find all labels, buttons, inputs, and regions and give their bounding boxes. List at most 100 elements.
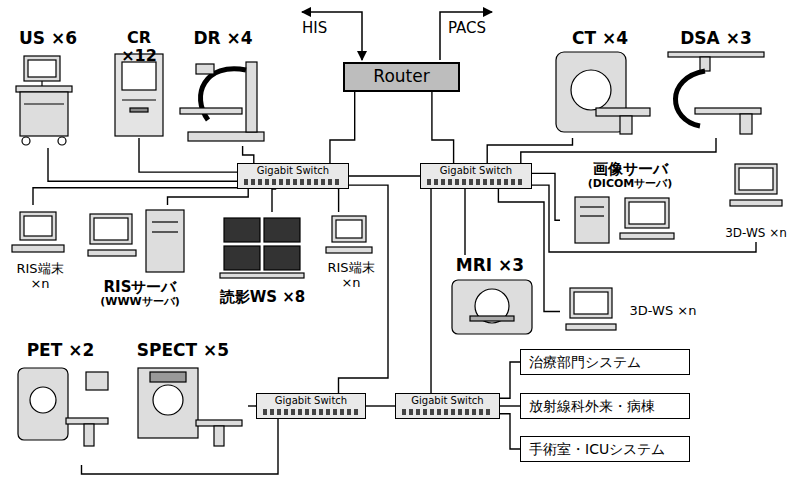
router-box: Router: [343, 62, 460, 92]
equipment-node: CR ×12: [106, 28, 172, 138]
ris-server: [88, 210, 184, 272]
ultrasound-unit: [24, 56, 60, 81]
mri-scanner: [470, 316, 514, 321]
network-cable: [532, 185, 756, 252]
cr-reader: [130, 108, 148, 112]
equipment-node: DR ×4: [174, 28, 272, 146]
ris-terminal: [336, 220, 362, 238]
ris-terminal: [12, 212, 64, 252]
dr-unit: [188, 132, 264, 141]
system-box: 放射線科外来・病棟: [520, 393, 690, 419]
3d-workstation: [735, 164, 777, 194]
node-label: 治療部門システム: [523, 354, 687, 370]
network-cable: [500, 405, 520, 406]
dsa-unit: [695, 108, 761, 114]
dsa-unit: [668, 52, 764, 134]
ris-server: [94, 218, 128, 240]
pet-scanner: [18, 368, 108, 446]
network-cable: [500, 362, 520, 398]
ultrasound-unit: [28, 60, 56, 77]
ris-terminal: [326, 247, 372, 253]
spect-scanner: [214, 426, 224, 446]
link-label: HIS: [300, 20, 329, 37]
equipment-node: SPECT ×5: [118, 340, 248, 465]
3d-workstation: [739, 168, 773, 190]
ultrasound-unit: [41, 81, 42, 86]
node-label: 3D-WS ×n: [717, 227, 795, 241]
equipment-node: RIS端末 ×n: [5, 205, 75, 293]
node-label: RISサーバ: [87, 279, 193, 296]
node-label: Gigabit Switch: [398, 395, 497, 407]
ct-scanner: [571, 70, 611, 110]
dr-unit: [246, 62, 257, 132]
ris-terminal: [332, 216, 366, 242]
network-cable: [272, 189, 276, 212]
pet-scanner: [18, 368, 68, 440]
network-cable: [521, 138, 716, 163]
network-switch: Gigabit Switch: [237, 163, 349, 189]
ris-server: [152, 231, 178, 232]
cr-reader: [115, 54, 163, 136]
ris-server: [88, 250, 136, 256]
3d-workstation: [730, 164, 782, 206]
equipment-node: PET ×2: [8, 340, 113, 465]
link-label: PACS: [446, 20, 488, 37]
ct-scanner: [620, 116, 632, 134]
node-label: MRI ×3: [442, 256, 538, 276]
reading-workstation: [220, 218, 304, 278]
mri-scanner: [452, 280, 532, 334]
network-cable: [464, 189, 466, 255]
image-server: [629, 202, 665, 224]
network-cable: [349, 175, 420, 176]
ris-terminal: [20, 212, 56, 240]
network-switch: Gigabit Switch: [395, 393, 500, 419]
3d-workstation: [570, 288, 612, 318]
image-server: [575, 197, 674, 243]
ultrasound-unit: [20, 92, 68, 136]
equipment-node: DSA ×3: [660, 28, 772, 138]
ris-terminal: [12, 245, 64, 252]
reading-workstation: [224, 218, 260, 242]
node-label: PET ×2: [10, 341, 111, 361]
equipment-node: CT ×4: [545, 28, 655, 138]
network-cable: [243, 146, 254, 163]
equipment-node: US ×6: [8, 28, 88, 148]
spect-scanner: [138, 368, 242, 446]
spect-scanner: [138, 368, 198, 438]
network-cable: [48, 148, 237, 181]
network-cable: [82, 419, 279, 474]
pacs-link-arrow: [440, 12, 492, 60]
system-box: 治療部門システム: [520, 349, 690, 375]
ultrasound-unit: [16, 56, 72, 145]
spect-scanner: [150, 372, 186, 382]
image-server: [575, 197, 609, 243]
equipment-node: 画像サーバ(DICOMサーバ): [560, 160, 700, 246]
equipment-node: 3D-WS ×n: [560, 283, 710, 340]
equipment-node: 3D-WS ×n: [715, 160, 797, 242]
reading-workstation: [224, 246, 260, 270]
dsa-unit: [675, 71, 705, 126]
node-label: 放射線科外来・病棟: [523, 398, 687, 414]
ris-server: [90, 214, 132, 244]
ultrasound-unit: [58, 137, 66, 145]
cr-reader: [115, 54, 163, 136]
node-label: CR ×12: [108, 29, 170, 66]
node-label: Gigabit Switch: [423, 165, 529, 177]
node-label: (WWWサーバ): [87, 296, 193, 309]
pet-scanner: [30, 387, 56, 413]
pacs-link-arrow: [440, 12, 492, 60]
cr-reader: [122, 62, 156, 90]
reading-workstation: [264, 218, 300, 242]
dr-unit: [196, 64, 214, 74]
node-label: CT ×4: [547, 29, 653, 49]
ultrasound-unit: [24, 103, 64, 104]
dsa-unit: [668, 52, 764, 57]
image-server: [625, 198, 669, 228]
3d-workstation: [574, 292, 608, 314]
ris-terminal: [326, 216, 372, 253]
node-label: DSA ×3: [662, 29, 770, 49]
dr-unit: [180, 62, 264, 141]
dsa-unit: [700, 57, 710, 71]
network-cable: [532, 173, 560, 220]
